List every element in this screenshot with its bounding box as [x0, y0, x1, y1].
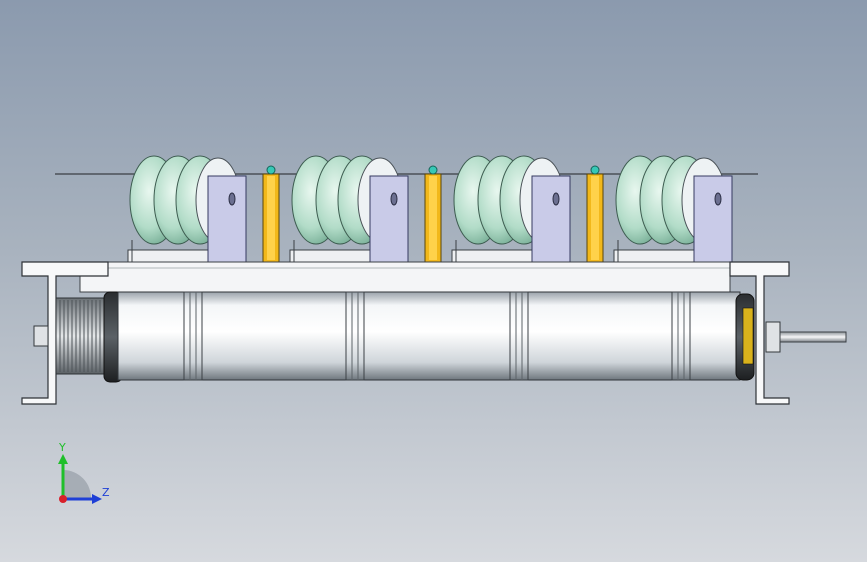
- guide-plate-group: [262, 165, 604, 263]
- motor-label: [742, 307, 754, 365]
- y-axis-label: Y: [59, 441, 66, 454]
- z-axis-label: Z: [102, 486, 110, 499]
- roller-unit-1: [127, 155, 247, 263]
- right-nut: [765, 321, 781, 353]
- roller-bracket-3: [531, 175, 571, 263]
- roller-unit-3: [451, 155, 571, 263]
- left-nut: [33, 325, 49, 347]
- guide-plate-1: [262, 165, 280, 263]
- mounting-plate: [79, 261, 731, 293]
- tube-ring-1: [183, 291, 203, 381]
- guide-plate-2: [424, 165, 442, 263]
- roller-tube: [117, 291, 741, 381]
- guide-plate-3: [586, 165, 604, 263]
- roller-unit-4: [613, 155, 733, 263]
- left-channel-frame: [21, 261, 109, 405]
- roller-unit-2: [289, 155, 409, 263]
- coordinate-triad: [58, 454, 102, 504]
- roller-bracket-2: [369, 175, 409, 263]
- output-shaft: [779, 331, 847, 343]
- tube-ring-3: [509, 291, 529, 381]
- roller-bracket-4: [693, 175, 733, 263]
- roller-group: [127, 155, 733, 263]
- roller-bracket-1: [207, 175, 247, 263]
- threaded-end: [55, 297, 107, 375]
- tube-ring-2: [345, 291, 365, 381]
- right-channel-frame: [729, 261, 790, 405]
- tube-ring-group: [183, 291, 691, 381]
- tube-ring-4: [671, 291, 691, 381]
